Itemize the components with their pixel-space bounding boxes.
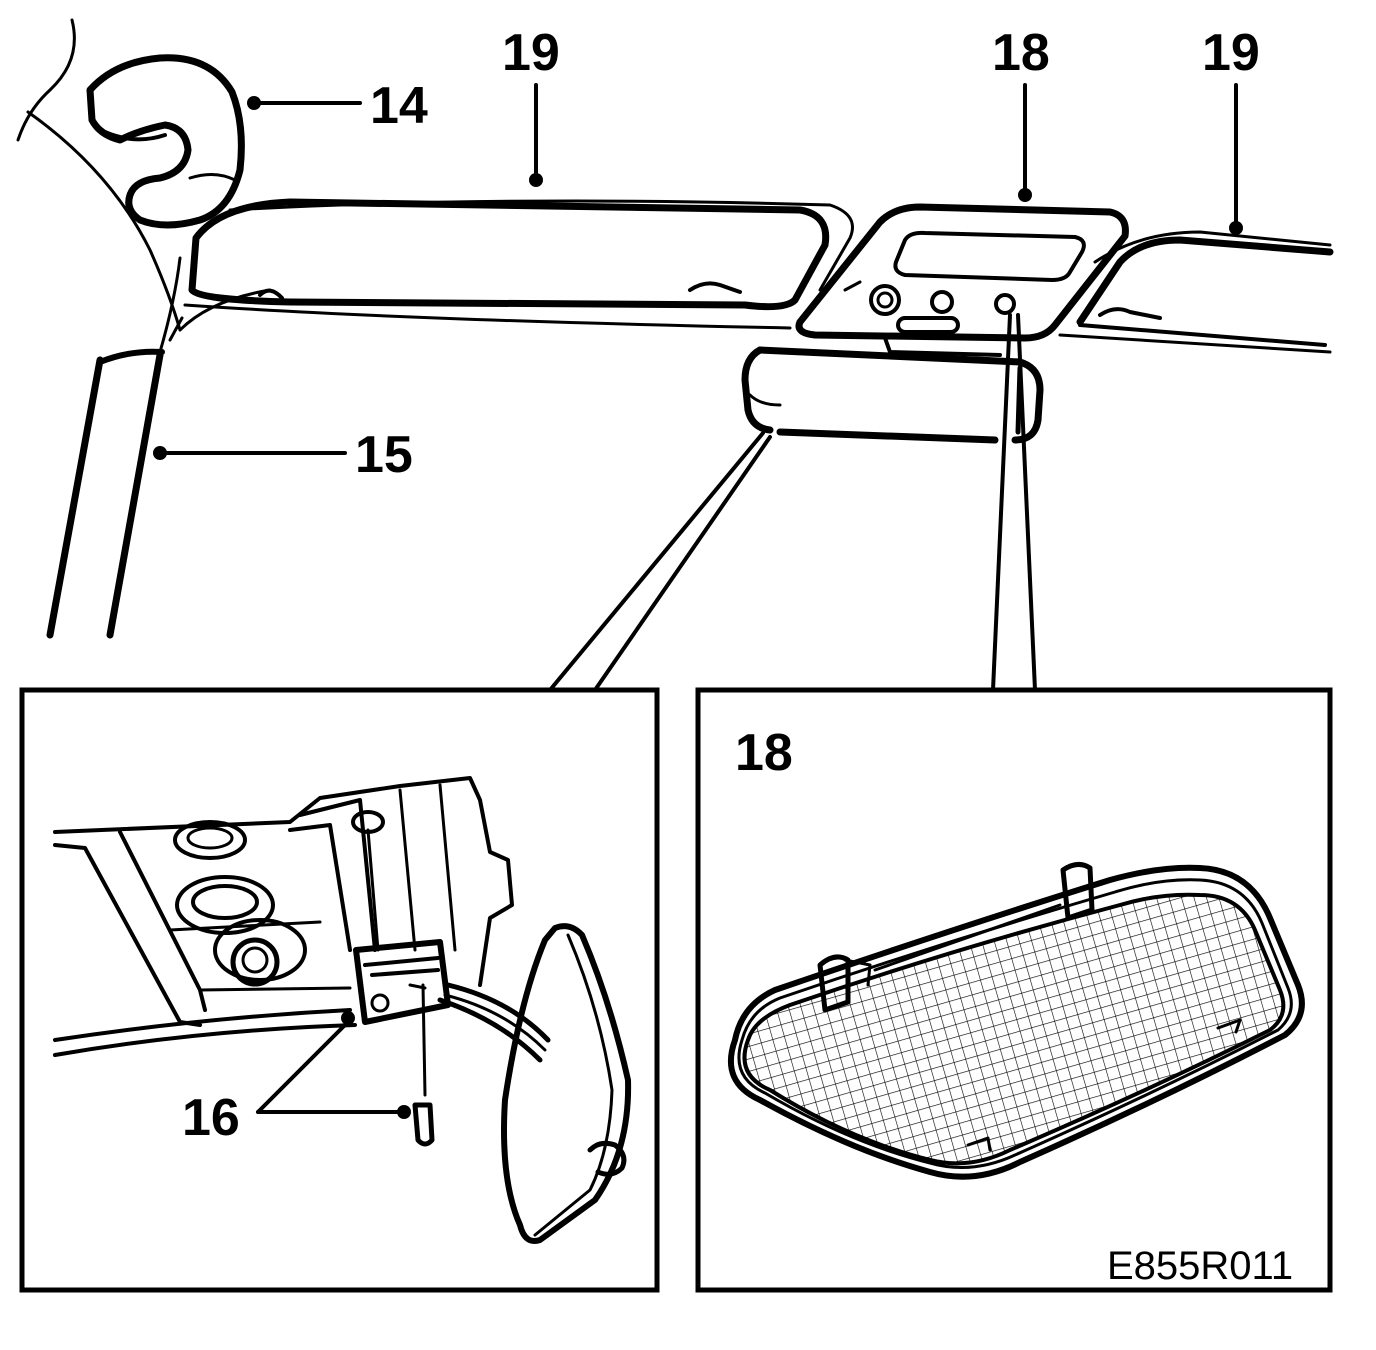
inset-mirror-mount bbox=[19, 687, 660, 1293]
projection-lines bbox=[548, 313, 1037, 692]
callout-16: 16 bbox=[182, 1089, 240, 1147]
figure-code: E855R011 bbox=[1107, 1244, 1293, 1288]
sun-visor-left bbox=[188, 198, 854, 311]
callout-19-right: 19 bbox=[1202, 24, 1260, 82]
callout-19-left: 19 bbox=[502, 24, 560, 82]
pillar-joint-line bbox=[178, 288, 272, 332]
pillar-trim bbox=[46, 256, 182, 639]
sun-visor-right bbox=[1058, 230, 1334, 354]
pillar-contour-outer bbox=[16, 18, 76, 142]
interior-lamp-housing bbox=[795, 203, 1129, 357]
rear-view-mirror bbox=[741, 346, 1044, 444]
main-leader-lines bbox=[153, 83, 1243, 460]
callout-labels: 14 15 19 18 19 16 18 E855R011 bbox=[182, 24, 1293, 1288]
callout-18-top: 18 bbox=[992, 24, 1050, 82]
headliner-edge-corner bbox=[168, 316, 184, 342]
grab-handle bbox=[86, 54, 245, 229]
headliner-edge-left bbox=[183, 303, 792, 330]
callout-15: 15 bbox=[355, 426, 413, 484]
main-view bbox=[16, 18, 1334, 692]
callout-18-inset: 18 bbox=[735, 724, 793, 782]
callout-14: 14 bbox=[370, 77, 428, 135]
inset-lamp-lens bbox=[695, 687, 1333, 1293]
